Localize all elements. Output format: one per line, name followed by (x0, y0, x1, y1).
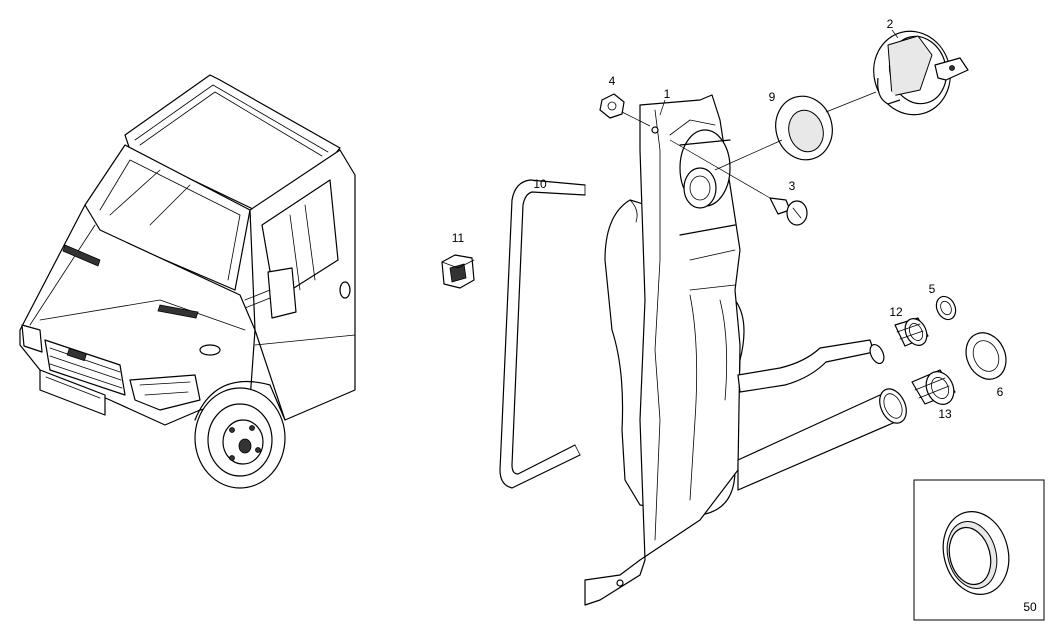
part-2-cap (873, 30, 969, 116)
part-4-nut (599, 93, 651, 127)
part-5-clamp (935, 295, 957, 321)
callout-50: 50 (1023, 600, 1037, 614)
part-11-clip (441, 254, 475, 289)
callout-10: 10 (533, 177, 547, 191)
callout-1: 1 (664, 87, 671, 101)
part-1-reservoir-bracket (584, 94, 745, 606)
callout-6: 6 (997, 385, 1004, 399)
part-12-clamp (894, 317, 929, 347)
truck-illustration (19, 74, 356, 489)
outlet-pipes (737, 339, 907, 491)
callout-4: 4 (609, 74, 616, 88)
callout-11: 11 (452, 231, 465, 245)
part-10-hose (499, 179, 586, 489)
callout-2: 2 (887, 17, 894, 31)
callout-3: 3 (789, 179, 796, 193)
callout-labels: 1 2 3 4 5 6 9 10 11 12 13 50 (452, 17, 1037, 614)
part-3-screw (669, 139, 808, 226)
part-6-ring (965, 332, 1007, 380)
inset-part-50 (913, 479, 1045, 621)
callout-9: 9 (769, 90, 776, 104)
callout-12: 12 (889, 305, 903, 319)
part-9-grommet (775, 95, 833, 161)
callout-13: 13 (938, 407, 952, 421)
callout-5: 5 (929, 282, 936, 296)
part-13-clamp (911, 369, 956, 405)
